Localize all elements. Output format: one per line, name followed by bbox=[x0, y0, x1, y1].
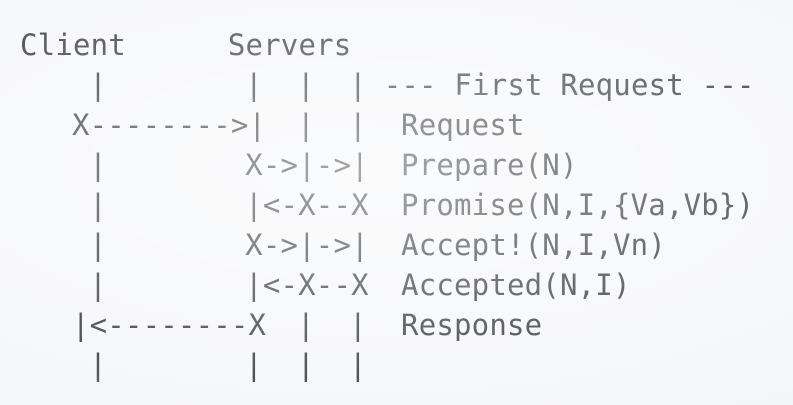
lane-run-r6-1: |<-X--X bbox=[245, 268, 369, 302]
lane-run-r3-0: | bbox=[89, 148, 107, 182]
lane-run-r7-0: |<--------X bbox=[71, 308, 267, 342]
header-client: Client bbox=[20, 28, 126, 62]
lane-run-r8-2: | bbox=[297, 348, 315, 382]
lane-run-r3-1: X->|->| bbox=[245, 148, 369, 182]
message-label-l5: Accept!(N,I,Vn) bbox=[401, 228, 666, 262]
lane-run-r7-2: | bbox=[349, 308, 367, 342]
lane-run-r8-0: | bbox=[89, 348, 107, 382]
lane-run-r1-3: | bbox=[349, 68, 367, 102]
lane-run-r2-2: | bbox=[349, 108, 367, 142]
message-label-l6: Accepted(N,I) bbox=[401, 268, 631, 302]
lane-run-r2-0: X-------->| bbox=[71, 108, 267, 142]
lane-run-r4-0: | bbox=[89, 188, 107, 222]
message-label-l4: Promise(N,I,{Va,Vb}) bbox=[401, 188, 755, 222]
lane-run-r8-1: | bbox=[245, 348, 263, 382]
lane-run-r4-1: |<-X--X bbox=[245, 188, 369, 222]
lane-run-r1-0: | bbox=[89, 68, 107, 102]
lane-run-r5-1: X->|->| bbox=[245, 228, 369, 262]
message-label-l1: --- First Request --- bbox=[383, 68, 755, 102]
lane-run-r6-0: | bbox=[89, 268, 107, 302]
message-label-l2: Request bbox=[401, 108, 525, 142]
lane-run-r7-1: | bbox=[297, 308, 315, 342]
message-label-l7: Response bbox=[401, 308, 543, 342]
lane-run-r2-1: | bbox=[297, 108, 315, 142]
lane-run-r8-3: | bbox=[349, 348, 367, 382]
message-label-l3: Prepare(N) bbox=[401, 148, 578, 182]
lane-run-r5-0: | bbox=[89, 228, 107, 262]
header-servers: Servers bbox=[227, 28, 352, 62]
lane-run-r1-1: | bbox=[245, 68, 263, 102]
lane-run-r1-2: | bbox=[297, 68, 315, 102]
